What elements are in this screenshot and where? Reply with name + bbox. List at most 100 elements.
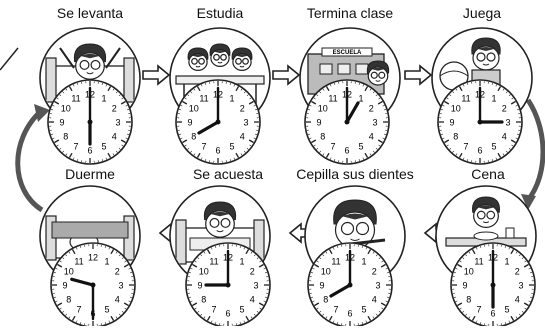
clock-numeral: 10 xyxy=(199,267,209,277)
clock-numeral: 2 xyxy=(115,267,120,277)
clock-numeral: 7 xyxy=(476,305,481,315)
clock-numeral: 6 xyxy=(490,309,495,319)
clock-numeral: 6 xyxy=(347,309,352,319)
clock: 121234567891011 xyxy=(176,80,260,164)
clock-numeral: 10 xyxy=(318,104,328,114)
clock-numeral: 11 xyxy=(74,256,83,266)
clock-numeral: 11 xyxy=(71,93,80,103)
clock-numeral: 11 xyxy=(474,256,483,266)
clock-numeral: 10 xyxy=(464,267,474,277)
activity-label: Se levanta xyxy=(57,5,123,21)
activity-label: Estudia xyxy=(197,5,244,21)
clock-numeral: 1 xyxy=(504,256,509,266)
clock-numeral: 2 xyxy=(250,267,255,277)
clock-numeral: 7 xyxy=(330,142,335,152)
activity-label: Cepilla sus dientes xyxy=(296,166,414,182)
activity-label: Cena xyxy=(471,166,504,182)
clock-numeral: 8 xyxy=(323,295,328,305)
clock-center xyxy=(91,283,96,288)
clock-numeral: 11 xyxy=(331,256,340,266)
clock: 121234567891011 xyxy=(186,243,270,326)
clock-numeral: 4 xyxy=(502,132,507,142)
clock-numeral: 9 xyxy=(59,118,64,128)
clock-numeral: 4 xyxy=(372,295,377,305)
clock-numeral: 1 xyxy=(358,93,363,103)
clock-numeral: 5 xyxy=(104,305,109,315)
clock-numeral: 6 xyxy=(215,146,220,156)
clock-center xyxy=(491,283,496,288)
clock-numeral: 11 xyxy=(461,93,470,103)
clock-numeral: 5 xyxy=(361,305,366,315)
clock-numeral: 8 xyxy=(66,295,71,305)
activity-label: Juega xyxy=(463,5,501,21)
step-arrow xyxy=(143,66,169,84)
corner-line xyxy=(0,48,18,70)
headboard xyxy=(52,222,128,238)
clock-numeral: 3 xyxy=(505,118,510,128)
clock-numeral: 1 xyxy=(239,256,244,266)
clock-numeral: 4 xyxy=(240,132,245,142)
clock-numeral: 7 xyxy=(211,305,216,315)
clock-numeral: 4 xyxy=(515,295,520,305)
clock-numeral: 9 xyxy=(449,118,454,128)
bed-post-left xyxy=(176,220,186,264)
clock: 121234567891011 xyxy=(438,80,522,164)
bed-post-left xyxy=(46,58,56,102)
school-window xyxy=(320,64,332,74)
clock-numeral: 8 xyxy=(453,132,458,142)
clock-numeral: 9 xyxy=(62,281,67,291)
clock-numeral: 2 xyxy=(369,104,374,114)
activity-label: Se acuesta xyxy=(193,166,263,182)
clock-numeral: 7 xyxy=(201,142,206,152)
clock-numeral: 5 xyxy=(229,142,234,152)
clock-numeral: 9 xyxy=(187,118,192,128)
clock-numeral: 12 xyxy=(88,253,98,263)
clock-center xyxy=(478,120,483,125)
clock-numeral: 3 xyxy=(253,281,258,291)
clock-numeral: 9 xyxy=(319,281,324,291)
school-window xyxy=(356,64,368,74)
clock-center xyxy=(345,120,350,125)
clock-numeral: 6 xyxy=(344,146,349,156)
clock-numeral: 4 xyxy=(112,132,117,142)
clock-numeral: 8 xyxy=(63,132,68,142)
clock-numeral: 4 xyxy=(115,295,120,305)
clock: 121234567891011 xyxy=(48,80,132,164)
clock-numeral: 3 xyxy=(243,118,248,128)
plate xyxy=(474,232,498,240)
clock-numeral: 11 xyxy=(328,93,337,103)
clock-numeral: 7 xyxy=(76,305,81,315)
clock-numeral: 1 xyxy=(104,256,109,266)
clock: 121234567891011 xyxy=(51,243,135,326)
clock-numeral: 6 xyxy=(87,146,92,156)
clock-numeral: 6 xyxy=(225,309,230,319)
clock-numeral: 9 xyxy=(462,281,467,291)
clock: 121234567891011 xyxy=(451,243,535,326)
clock: 121234567891011 xyxy=(308,243,392,326)
step-arrow xyxy=(273,66,299,84)
clock-numeral: 11 xyxy=(209,256,218,266)
clock-numeral: 9 xyxy=(316,118,321,128)
clock-numeral: 2 xyxy=(502,104,507,114)
clock-numeral: 3 xyxy=(115,118,120,128)
clock-numeral: 3 xyxy=(518,281,523,291)
clock-numeral: 1 xyxy=(361,256,366,266)
clock-numeral: 11 xyxy=(199,93,208,103)
clock-numeral: 10 xyxy=(61,104,71,114)
clock-numeral: 8 xyxy=(466,295,471,305)
activity-label: Duerme xyxy=(65,166,115,182)
activity-label: Termina clase xyxy=(307,5,393,21)
clock-numeral: 1 xyxy=(229,93,234,103)
loop-arrow-left xyxy=(18,112,42,210)
clock-numeral: 5 xyxy=(358,142,363,152)
bed-post-right xyxy=(124,58,134,102)
clock-numeral: 7 xyxy=(333,305,338,315)
cup xyxy=(506,228,514,238)
clock-numeral: 6 xyxy=(477,146,482,156)
clock-numeral: 3 xyxy=(372,118,377,128)
clock-numeral: 2 xyxy=(240,104,245,114)
loop-arrow-right xyxy=(528,100,543,200)
clock-numeral: 8 xyxy=(201,295,206,305)
